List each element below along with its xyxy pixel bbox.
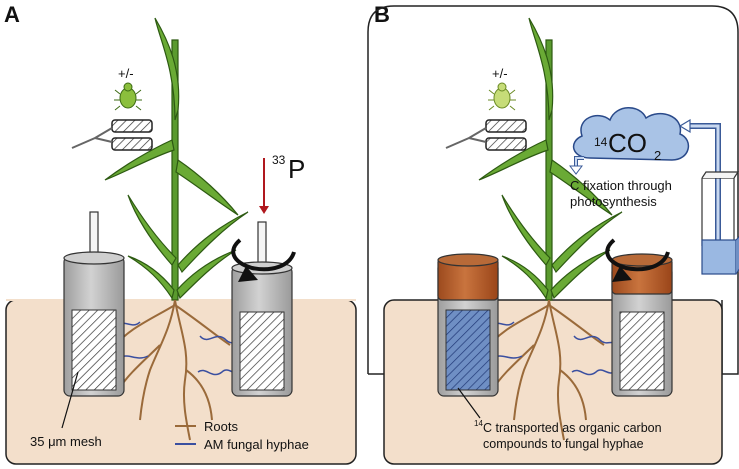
pipe-arrowhead-icon <box>678 118 691 134</box>
transport-line-2: compounds to fungal hyphae <box>483 437 644 451</box>
co2-supply-pipe <box>684 123 721 240</box>
legend-roots-label: Roots <box>204 419 238 434</box>
leaf <box>176 249 237 300</box>
panel-a-label: A <box>4 2 20 27</box>
transport-mass: 14 <box>474 419 483 428</box>
co2-mass: 14 <box>594 135 608 149</box>
isotope-arrowhead-icon <box>259 206 269 214</box>
panel-b: B <box>367 2 739 465</box>
mesh-label: 35 μm mesh <box>30 434 102 449</box>
transport-pointer <box>457 387 481 419</box>
rotation-arrowhead-icon <box>612 266 632 282</box>
co2-formula: CO <box>608 128 647 158</box>
fixation-arrowhead-icon <box>569 165 583 175</box>
core-tube <box>89 211 99 259</box>
leaf <box>104 139 175 181</box>
rotation-arrowhead-icon <box>238 266 258 282</box>
leaf <box>127 255 175 300</box>
transport-line-1: C transported as organic carbon <box>483 421 662 435</box>
soil-core-left-a <box>63 211 125 397</box>
leaf <box>177 211 249 274</box>
roots-a <box>111 299 231 441</box>
co2-cloud: 14 CO 2 <box>572 107 690 163</box>
panel-b-label: B <box>374 2 390 27</box>
aphid-toggle-label: +/- <box>492 66 508 81</box>
co2-generator-vessel <box>701 171 739 275</box>
co2-subscript: 2 <box>654 148 661 163</box>
panel-a: A <box>4 2 357 465</box>
aphid-toggle-label: +/- <box>118 66 134 81</box>
leaf-clip-cage-icon <box>445 119 527 151</box>
mesh-pointer <box>61 371 79 429</box>
isotope-mass: 33 <box>272 153 286 167</box>
leaf-clip-cage-icon <box>71 119 153 151</box>
aphid-icon <box>488 82 516 111</box>
legend-hyphae-label: AM fungal hyphae <box>204 437 309 452</box>
core-tube <box>257 221 267 269</box>
plant-a <box>104 17 249 301</box>
soil-core-right-a <box>231 221 293 397</box>
rotation-arrow-icon <box>605 238 670 272</box>
isotope-symbol: P <box>288 154 305 184</box>
fixation-line-2: photosynthesis <box>570 194 657 209</box>
rotation-arrow-icon <box>231 238 296 272</box>
leaf <box>175 158 239 216</box>
labelling-chamber <box>367 5 739 375</box>
roots-b <box>485 299 605 441</box>
leaf <box>154 17 180 121</box>
soil-core-left-b <box>437 253 499 397</box>
fixation-line-1: C fixation through <box>570 178 672 193</box>
leaf <box>127 194 177 267</box>
plant-b <box>478 17 623 301</box>
aphid-icon <box>114 82 142 111</box>
